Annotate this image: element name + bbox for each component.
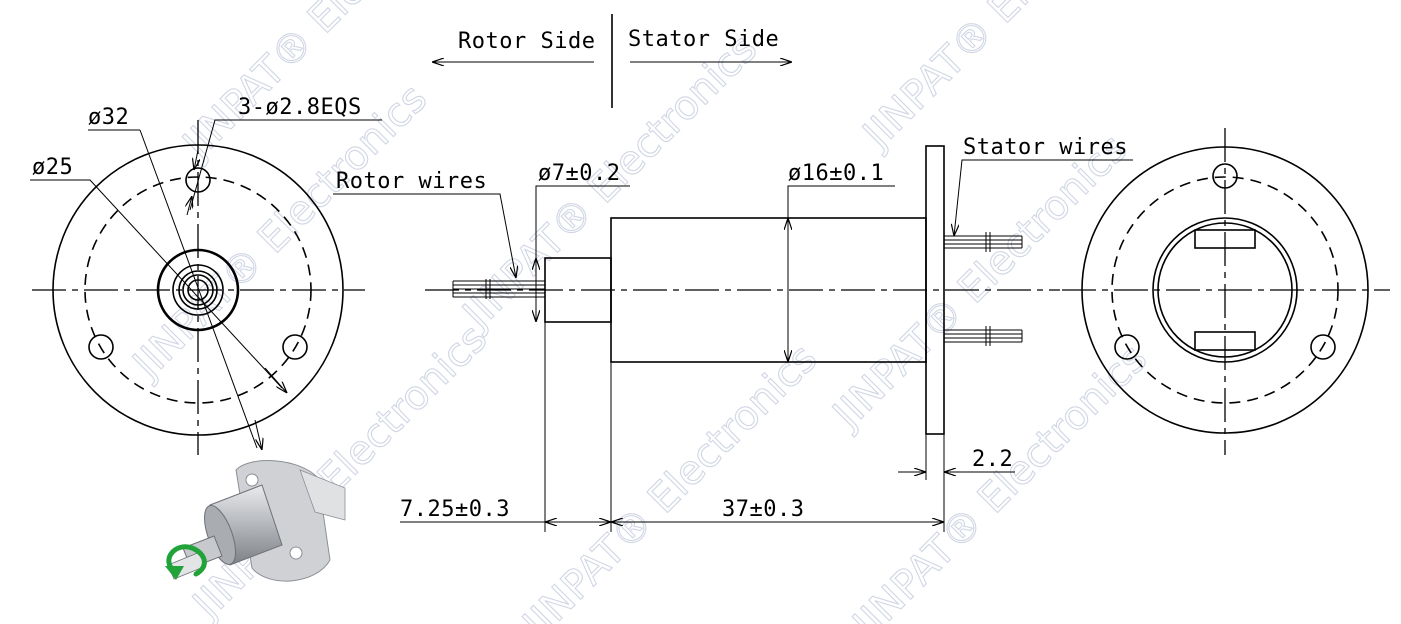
shaft-dia-leader bbox=[535, 185, 630, 320]
body-dia-leader bbox=[787, 185, 895, 362]
shaft-length-label: 7.25±0.3 bbox=[400, 497, 510, 522]
rear-view-stator-end bbox=[1062, 128, 1390, 455]
rotor-wire-bundle bbox=[452, 279, 545, 299]
mounting-hole bbox=[1212, 163, 1238, 189]
dia-32-label: ø32 bbox=[88, 105, 129, 130]
watermark: JINPAT® Electronics bbox=[512, 335, 827, 624]
hub-ring bbox=[172, 264, 224, 316]
hole-arrow-bottom bbox=[187, 196, 192, 216]
mounting-pcd-circle bbox=[84, 176, 312, 404]
mounting-hole bbox=[1114, 334, 1140, 360]
rotor-side-label: Rotor Side bbox=[458, 29, 595, 54]
mounting-hole bbox=[88, 334, 114, 360]
stator-wires-label: Stator wires bbox=[963, 135, 1128, 160]
body-outline bbox=[1152, 217, 1298, 363]
wire-outlet bbox=[1194, 229, 1256, 249]
watermark: JINPAT® Electronics bbox=[182, 315, 497, 624]
flange-hole-3d bbox=[289, 546, 303, 560]
flange-thickness-label: 2.2 bbox=[972, 447, 1013, 472]
rotation-arrowhead-icon bbox=[165, 566, 184, 580]
flange-hole-3d bbox=[245, 473, 259, 487]
stator-wire-bundle-lower bbox=[944, 326, 1023, 346]
dia-32-leader bbox=[139, 129, 258, 449]
body-dia-label: ø16±0.1 bbox=[788, 161, 884, 186]
stator-wires-leader bbox=[954, 159, 1133, 236]
hole-arrow-top bbox=[194, 149, 198, 170]
hole-spec-leader bbox=[189, 119, 382, 211]
dia-25-label: ø25 bbox=[32, 155, 73, 180]
side-direction-indicator: Rotor Side Stator Side bbox=[432, 14, 792, 108]
stator-side-label: Stator Side bbox=[628, 27, 779, 52]
mounting-pcd-circle bbox=[1111, 176, 1339, 404]
wire-outlet bbox=[1194, 331, 1256, 351]
rotor-wires-label: Rotor wires bbox=[336, 169, 487, 194]
flange-outline bbox=[52, 144, 344, 436]
shaft-end bbox=[187, 279, 209, 301]
hole-spec-label: 3-ø2.8EQS bbox=[238, 95, 362, 120]
watermark: JINPAT® Electronics bbox=[122, 75, 437, 390]
svg-text:JINPAT® Electronics: JINPAT® Electronics bbox=[122, 76, 436, 390]
mounting-hole bbox=[1310, 334, 1336, 360]
svg-text:JINPAT® Electronics: JINPAT® Electronics bbox=[182, 316, 496, 624]
rotor-wires-leader bbox=[333, 193, 516, 278]
isometric-product-render bbox=[165, 460, 346, 582]
dia-25-arrow bbox=[264, 367, 287, 393]
svg-text:JINPAT® Electronics: JINPAT® Electronics bbox=[172, 0, 486, 169]
flange-outline bbox=[1081, 146, 1369, 434]
stator-flange bbox=[925, 145, 945, 435]
rotor-hub bbox=[156, 248, 240, 332]
dia-32-arrow bbox=[254, 419, 262, 450]
hub-ring bbox=[178, 270, 218, 310]
body-inner-outline bbox=[1157, 222, 1293, 358]
side-view: Rotor wires ø7±0.2 ø16±0.1 Stator wires … bbox=[333, 135, 1133, 532]
rotation-arrow-icon bbox=[166, 544, 207, 577]
shaft-dia-label: ø7±0.2 bbox=[538, 161, 620, 186]
stator-wires-3d bbox=[299, 469, 346, 521]
svg-text:JINPAT® Electronics: JINPAT® Electronics bbox=[512, 336, 826, 624]
watermark: JINPAT® Electronics bbox=[172, 0, 487, 170]
hub-ring bbox=[182, 274, 214, 306]
mounting-hole bbox=[282, 334, 308, 360]
dia-25-leader bbox=[30, 179, 283, 389]
body-length-label: 37±0.3 bbox=[722, 497, 804, 522]
front-view-rotor-end: 3-ø2.8EQS ø32 ø25 bbox=[30, 95, 382, 455]
